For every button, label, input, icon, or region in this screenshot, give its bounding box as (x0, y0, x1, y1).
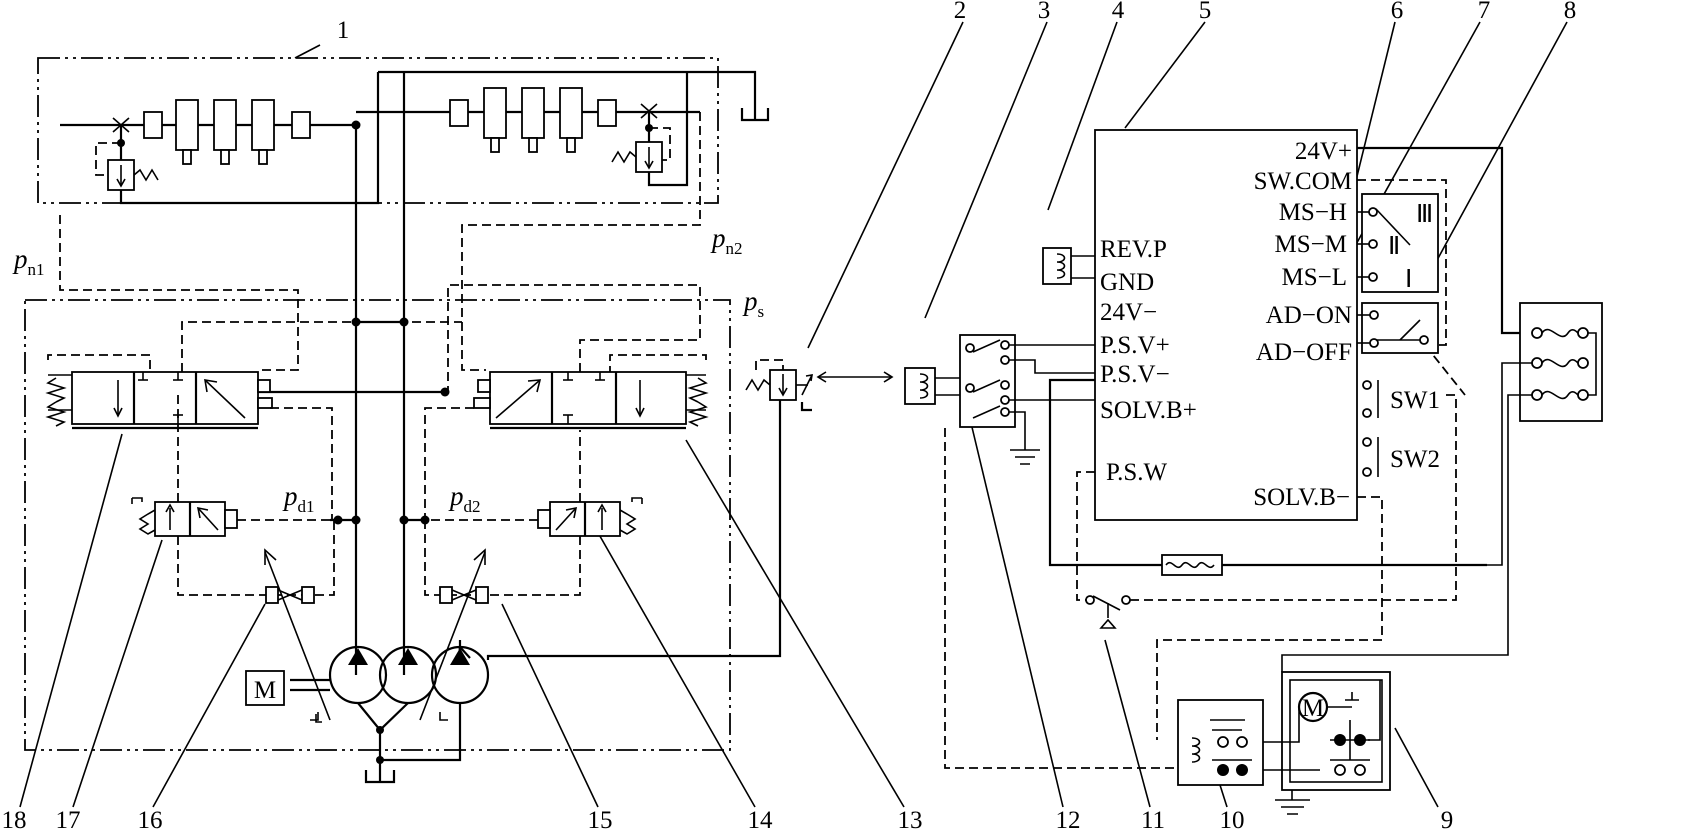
wire-solvb-minus (1156, 496, 1383, 740)
actuator-group-left (60, 72, 380, 205)
actuator-group-right (356, 72, 700, 187)
callout-leaders (19, 21, 1568, 808)
terminal-ad-on: AD−ON (1266, 302, 1352, 329)
main-pressure-lines (258, 72, 445, 675)
terminal-rev-p: REV.P (1100, 236, 1167, 263)
callout-6: 6 (1391, 0, 1404, 24)
relay-motor-label: M (1302, 695, 1324, 722)
pressure-pn2: pn2 (710, 223, 743, 258)
orifice-16 (265, 586, 315, 604)
wire-sw-com-return (1130, 394, 1457, 601)
callout-3: 3 (1038, 0, 1051, 24)
controller-switches: SW1 SW2 (1362, 380, 1440, 477)
mode-position-3: Ⅲ (1416, 201, 1433, 228)
displacement-arrows (264, 548, 486, 721)
solenoid-valve-right (424, 430, 643, 596)
pressure-pn1: pn1 (12, 244, 45, 279)
electric-motor: M (245, 670, 285, 706)
callout-13: 13 (898, 807, 923, 831)
callout-5: 5 (1199, 0, 1212, 24)
terminal-solvb-minus: SOLV.B− (1253, 484, 1350, 511)
directional-valve-left (45, 321, 462, 520)
callout-9: 9 (1441, 807, 1454, 831)
callout-15: 15 (588, 807, 613, 831)
terminal-24v-plus: 24V+ (1295, 138, 1352, 165)
pressure-pd2: pd2 (448, 481, 481, 516)
terminal-psv-plus: P.S.V+ (1100, 332, 1170, 359)
motor-label: M (254, 677, 276, 704)
terminal-ms-l: MS−L (1281, 264, 1347, 291)
mode-switch: Ⅲ Ⅱ Ⅰ (1357, 179, 1466, 396)
callout-14: 14 (748, 807, 774, 831)
relay-10 (1177, 699, 1264, 786)
pump-unit-boundary (24, 299, 731, 751)
pressure-switch (745, 359, 894, 412)
switch-sw2: SW2 (1390, 446, 1440, 473)
wire-relay-coil (944, 428, 1178, 769)
callout-4: 4 (1112, 0, 1125, 24)
controller-left-terminals: REV.P GND 24V− P.S.V+ P.S.V− SOLV.B+ P.S… (1100, 236, 1197, 486)
terminal-24v-minus: 24V− (1100, 299, 1157, 326)
ad-switch (1357, 302, 1439, 354)
pressure-pd1: pd1 (282, 481, 315, 516)
terminal-ms-h: MS−H (1279, 199, 1347, 226)
callout-17: 17 (56, 807, 81, 831)
callout-18: 18 (2, 807, 27, 831)
controller-right-terminals: 24V+ SW.COM MS−H MS−M MS−L AD−ON AD−OFF … (1253, 138, 1352, 511)
callout-2: 2 (954, 0, 967, 24)
solenoid-valve-left (131, 392, 356, 596)
terminal-psv-minus: P.S.V− (1100, 361, 1170, 388)
terminal-solvb-plus: SOLV.B+ (1100, 397, 1197, 424)
controller-box (1094, 129, 1358, 521)
hydraulic-system: M (24, 57, 894, 784)
wire-24v-plus (1357, 146, 1520, 335)
callout-7: 7 (1478, 0, 1491, 24)
pilot-line-pn1 (59, 215, 299, 371)
terminal-ad-off: AD−OFF (1256, 339, 1352, 366)
wire-psw (1076, 471, 1095, 601)
callout-numbers: 1 2 3 4 5 6 7 8 9 10 11 12 13 14 15 16 1… (2, 0, 1577, 831)
callout-12: 12 (1056, 807, 1081, 831)
callout-11: 11 (1141, 807, 1165, 831)
callout-10: 10 (1220, 807, 1245, 831)
fuse-block (1281, 302, 1603, 672)
pump-group (290, 640, 490, 784)
seat-switch (1085, 595, 1131, 629)
callout-8: 8 (1564, 0, 1577, 24)
directional-valve-right (424, 284, 709, 520)
switch-sw1: SW1 (1390, 387, 1440, 414)
orifice-15 (439, 586, 489, 604)
electrical-system: REV.P GND 24V− P.S.V+ P.S.V− SOLV.B+ P.S… (904, 129, 1603, 815)
fusible-resistor (1048, 378, 1487, 576)
tank-symbol-top (378, 70, 770, 122)
callout-1: 1 (337, 17, 350, 44)
pilot-line-pn2 (461, 112, 701, 371)
mode-position-2: Ⅱ (1388, 233, 1400, 260)
pressure-symbols: pn1 pn2 ps pd1 pd2 (12, 223, 764, 516)
pressure-ps: ps (742, 286, 764, 321)
relay-12 (959, 334, 1095, 465)
relay-3 (904, 367, 960, 405)
terminal-psw: P.S.W (1106, 459, 1168, 486)
mode-position-1: Ⅰ (1405, 266, 1412, 293)
callout-16: 16 (138, 807, 163, 831)
terminal-ms-m: MS−M (1275, 231, 1347, 258)
reverse-relay (1042, 247, 1095, 285)
terminal-gnd: GND (1100, 269, 1154, 296)
motor-relay-assembly: M (1263, 671, 1391, 815)
terminal-sw-com: SW.COM (1254, 168, 1352, 195)
